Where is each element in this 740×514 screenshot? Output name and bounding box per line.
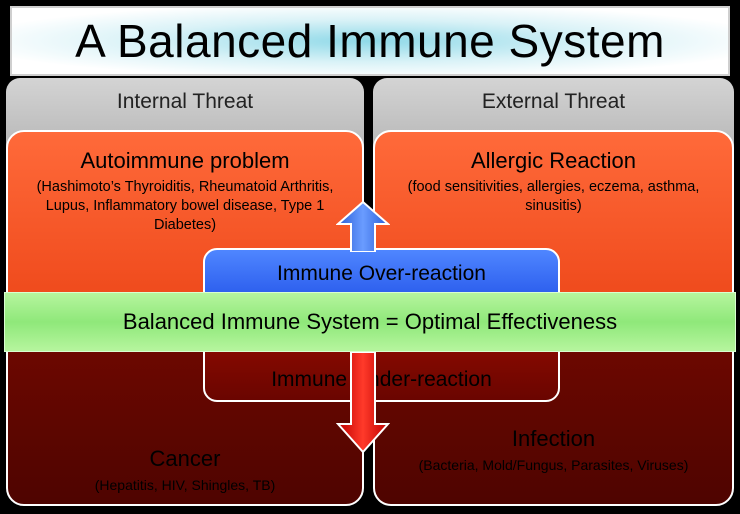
immune-under-reaction-label: Immune Under-reaction xyxy=(271,368,492,391)
arrow-up-shape xyxy=(336,200,390,252)
external-threat-label: External Threat xyxy=(481,90,626,113)
title-banner: A Balanced Immune System xyxy=(10,6,730,76)
infection-title: Infection xyxy=(511,426,596,451)
cancer-title: Cancer xyxy=(149,446,221,471)
cancer-details: (Hepatitis, HIV, Shingles, TB) xyxy=(94,477,276,493)
allergic-title: Allergic Reaction xyxy=(470,148,637,173)
balanced-immune-label: Balanced Immune System = Optimal Effecti… xyxy=(122,309,618,334)
arrow-up-icon xyxy=(336,200,390,252)
infection-details: (Bacteria, Mold/Fungus, Parasites, Virus… xyxy=(418,457,689,473)
immune-over-reaction-box: Immune Over-reaction xyxy=(203,248,560,296)
arrow-down-shape xyxy=(336,352,390,454)
autoimmune-details: (Hashimoto’s Thyroiditis, Rheumatoid Art… xyxy=(36,179,334,233)
balanced-immune-band: Balanced Immune System = Optimal Effecti… xyxy=(4,292,736,352)
immune-over-reaction-label: Immune Over-reaction xyxy=(277,262,486,285)
infection-box: Infection (Bacteria, Mold/Fungus, Parasi… xyxy=(373,340,734,506)
allergic-details: (food sensitivities, allergies, eczema, … xyxy=(407,179,700,214)
page-title: A Balanced Immune System xyxy=(75,15,665,67)
internal-threat-label: Internal Threat xyxy=(116,90,254,113)
autoimmune-title: Autoimmune problem xyxy=(80,148,290,173)
arrow-down-icon xyxy=(336,352,390,454)
